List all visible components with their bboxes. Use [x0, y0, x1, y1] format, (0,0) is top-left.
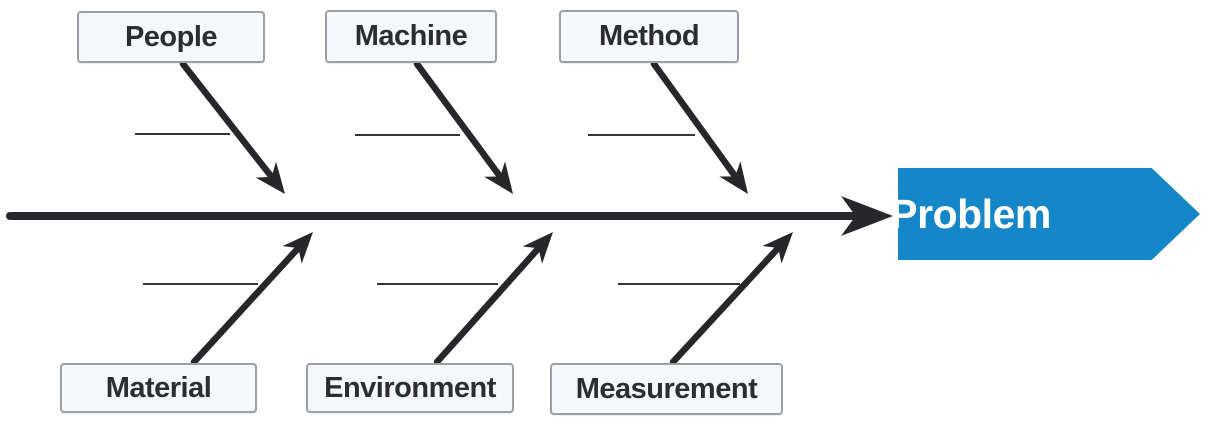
cause-label-method: Method [598, 20, 700, 52]
branch-arrow-environment-shaft [433, 244, 542, 366]
branch-arrow-material-head [282, 232, 313, 264]
branch-arrow-material-shaft [190, 244, 302, 366]
cause-label-machine: Machine [354, 20, 468, 52]
spine-arrow-head [841, 196, 893, 236]
cause-box-method: Method [559, 10, 739, 63]
branch-arrow-machine-head [484, 161, 513, 194]
cause-box-people: People [77, 11, 265, 63]
branch-arrow-method-head [719, 161, 748, 194]
cause-label-environment: Environment [324, 371, 496, 404]
branch-arrow-measurement-shaft [669, 244, 782, 366]
branch-arrow-method-shaft [650, 60, 739, 180]
cause-box-measurement: Measurement [550, 363, 783, 415]
cause-label-people: People [124, 20, 218, 53]
cause-label-measurement: Measurement [575, 372, 758, 405]
branch-arrow-people-shaft [179, 60, 275, 181]
branch-arrow-measurement-head [762, 232, 793, 264]
cause-box-machine: Machine [325, 10, 497, 63]
cause-box-environment: Environment [306, 363, 514, 413]
cause-label-material: Material [105, 371, 212, 404]
problem-banner: Problem [898, 168, 1200, 260]
cause-box-material: Material [60, 363, 257, 413]
branch-arrow-people-head [255, 161, 285, 194]
branch-arrow-machine-shaft [413, 60, 504, 180]
problem-label: Problem [890, 190, 1051, 237]
branch-arrow-environment-head [522, 232, 553, 264]
